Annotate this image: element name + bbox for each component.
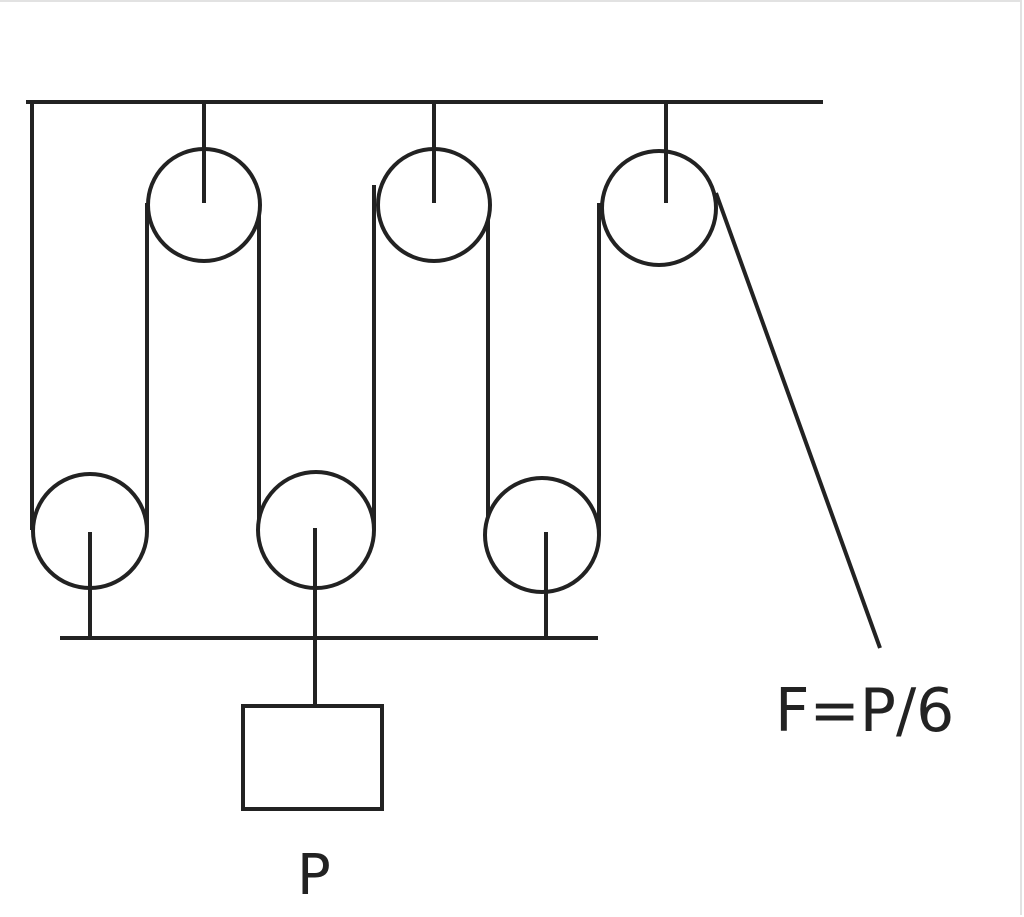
force-label: F=P/6 bbox=[775, 676, 954, 746]
upper-pulley-3 bbox=[600, 149, 718, 267]
lower-pulley-3 bbox=[483, 476, 601, 594]
load-label: P bbox=[297, 843, 331, 908]
load-box bbox=[241, 704, 384, 811]
rope-pull-end bbox=[714, 192, 882, 649]
